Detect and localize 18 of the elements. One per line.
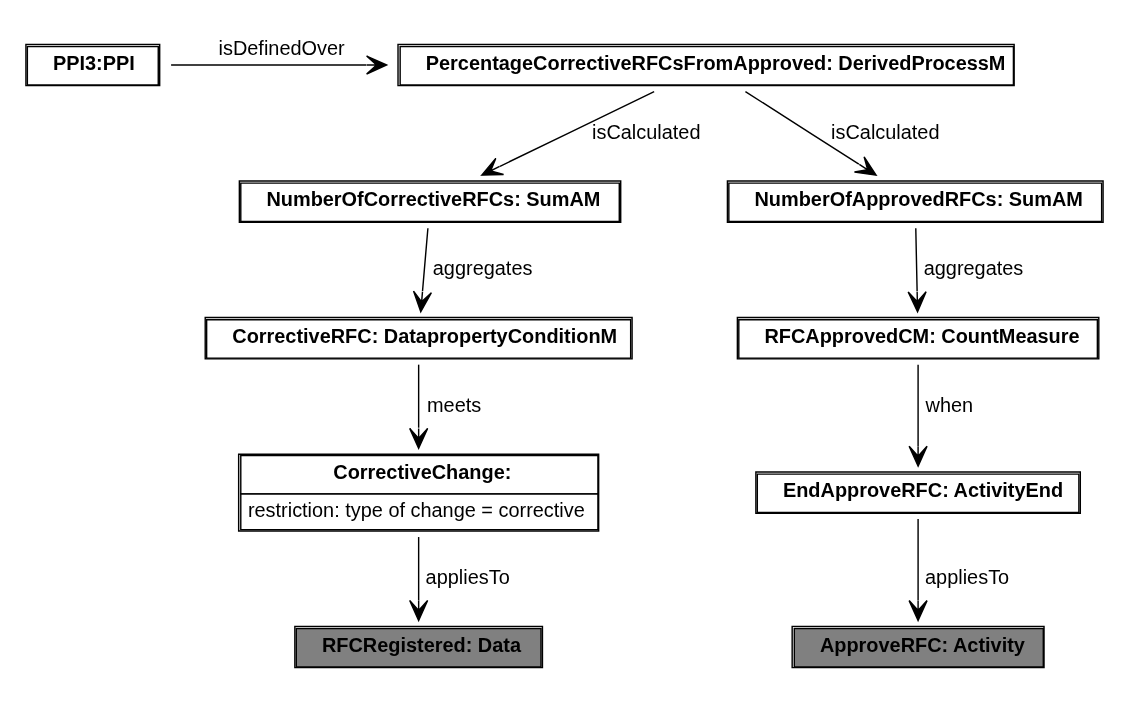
edge-label: aggregates — [923, 256, 1024, 279]
arrow — [908, 363, 928, 467]
arrow — [907, 227, 927, 312]
arrow — [908, 517, 928, 621]
edge-label: isDefinedOver — [218, 36, 345, 59]
arrow — [412, 227, 433, 312]
edge-label: appliesTo — [925, 565, 1010, 588]
edge-label: meets — [427, 393, 482, 416]
arrow — [481, 90, 655, 176]
edge-label: when — [925, 393, 974, 416]
edge-label: isCalculated — [592, 120, 701, 143]
arrow — [744, 90, 877, 176]
arrow — [409, 363, 429, 449]
arrow — [170, 54, 388, 75]
edge-label: isCalculated — [831, 120, 940, 143]
edge-label: aggregates — [432, 256, 533, 279]
arrow — [409, 535, 429, 621]
edge-label: appliesTo — [425, 565, 510, 588]
